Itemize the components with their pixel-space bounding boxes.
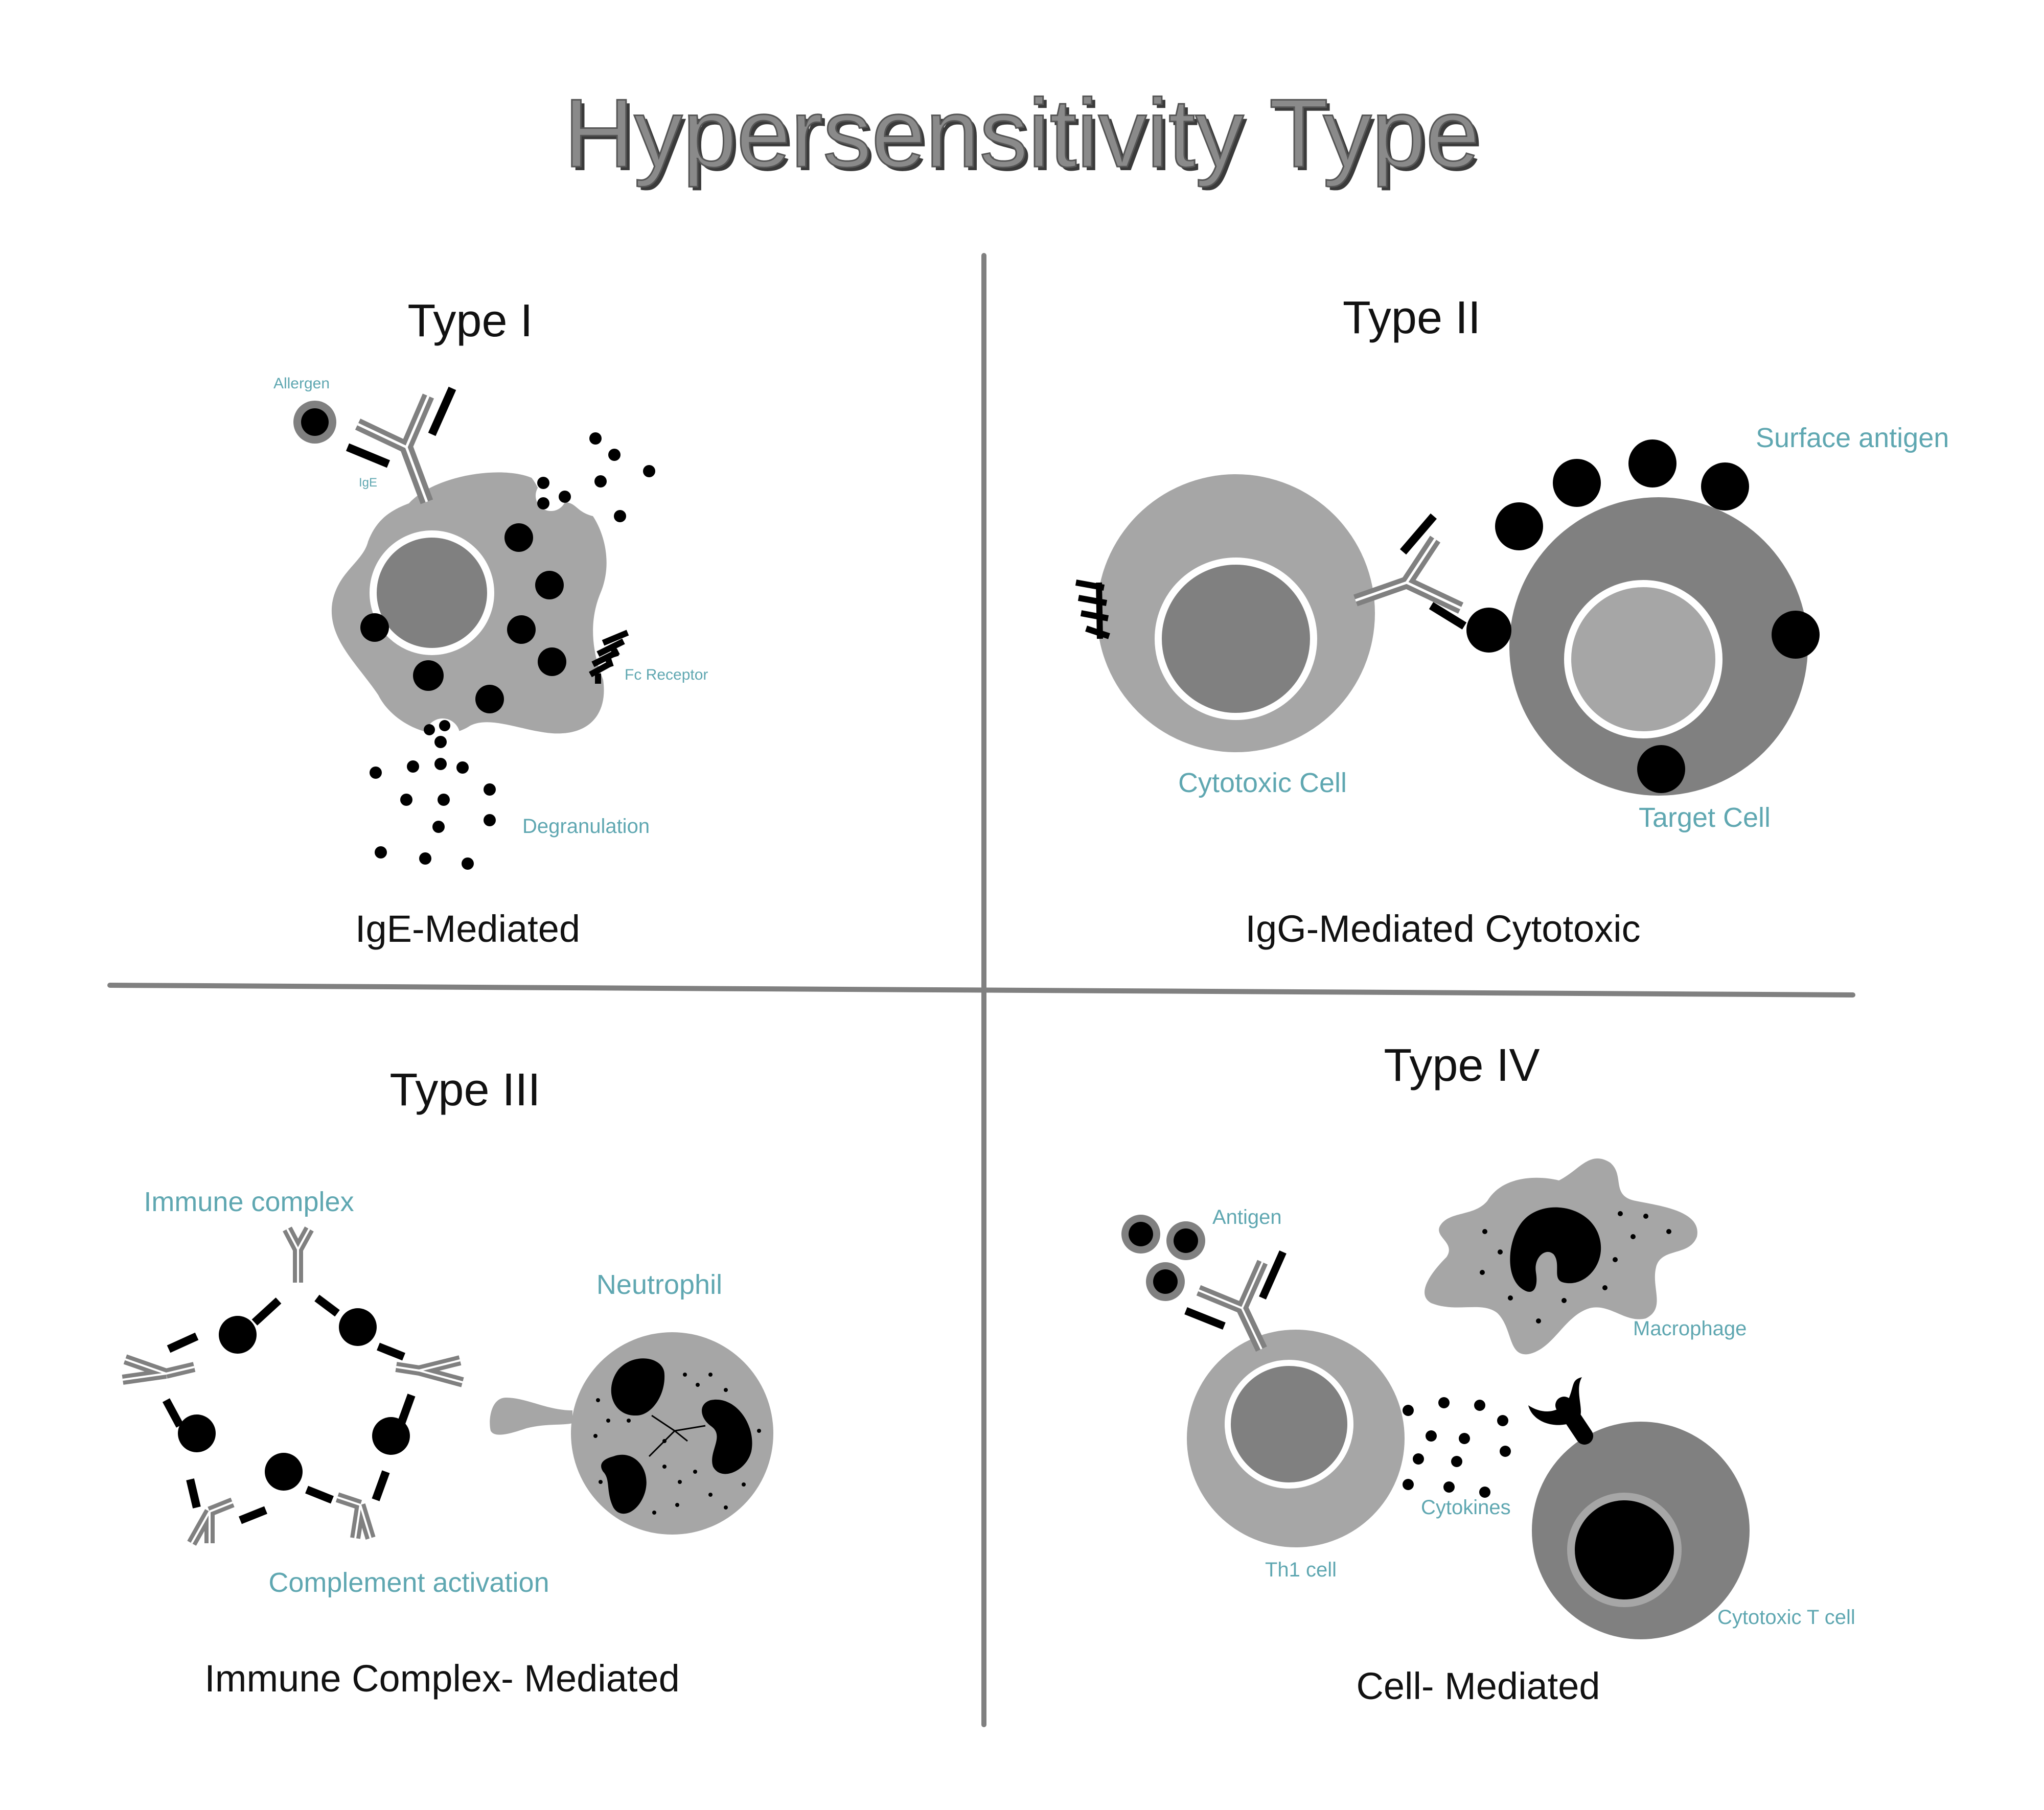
panel-type-1: Type I <box>273 295 708 950</box>
igg-antibody-icon <box>1353 513 1467 630</box>
type-4-caption: Cell- Mediated <box>1356 1665 1600 1707</box>
ige-label: IgE <box>359 476 377 490</box>
cytotoxic-cell-nucleus <box>1155 558 1317 720</box>
cytotoxic-cell-label: Cytotoxic Cell <box>1178 768 1347 798</box>
fc-receptor-label: Fc Receptor <box>625 666 708 683</box>
surface-antigens <box>1466 439 1820 793</box>
t-cell-receptor-icon <box>1528 1377 1593 1445</box>
surface-antigen-label: Surface antigen <box>1756 423 1949 453</box>
antigen-icons <box>1121 1215 1205 1301</box>
immune-complex-label: Immune complex <box>144 1187 354 1217</box>
degranulation-granules <box>370 758 496 870</box>
allergen-icon <box>293 401 336 444</box>
main-title: Hypersensitivity Type Hypersensitivity T… <box>563 79 1483 192</box>
type-1-heading: Type I <box>407 295 533 346</box>
antigen-label: Antigen <box>1212 1206 1282 1228</box>
th1-cell-label: Th1 cell <box>1265 1559 1337 1581</box>
quadrant-dividers <box>107 253 1855 1727</box>
macrophage-icon <box>1425 1158 1697 1355</box>
t-cell-receptor-icon <box>1184 1250 1287 1352</box>
mast-cell-granules <box>360 523 566 713</box>
neutrophil-label: Neutrophil <box>596 1269 722 1300</box>
page-title: Hypersensitivity Type <box>564 79 1480 188</box>
cytotoxic-t-cell-core <box>1575 1500 1674 1599</box>
cytotoxic-t-cell-label: Cytotoxic T cell <box>1717 1606 1855 1629</box>
title-shadow: Hypersensitivity Type <box>567 83 1483 191</box>
type-2-caption: IgG-Mediated Cytotoxic <box>1245 908 1640 950</box>
mast-cell-nucleus <box>370 530 494 655</box>
panel-type-4: Type IV <box>1121 1040 1855 1707</box>
fc-receptor-icon <box>1075 579 1110 639</box>
target-cell-nucleus <box>1564 580 1723 738</box>
cytokines-label: Cytokines <box>1421 1496 1511 1519</box>
immune-complex-antigens <box>178 1308 410 1491</box>
panel-type-3: Type III <box>122 1064 773 1700</box>
type-1-caption: IgE-Mediated <box>355 908 580 950</box>
type-3-heading: Type III <box>389 1064 540 1116</box>
ige-antibody-icon <box>346 386 456 504</box>
horizontal-divider <box>107 983 1855 997</box>
granule <box>434 736 447 748</box>
granule <box>424 724 435 735</box>
immune-complex <box>122 1226 464 1546</box>
released-granules-top <box>537 432 655 522</box>
degranulation-label: Degranulation <box>522 815 650 838</box>
allergen-label: Allergen <box>273 375 330 392</box>
type-4-heading: Type IV <box>1384 1040 1540 1091</box>
fc-receptor-icon <box>589 630 629 684</box>
type-2-heading: Type II <box>1343 292 1481 343</box>
granule <box>439 720 450 731</box>
target-cell-label: Target Cell <box>1639 802 1771 833</box>
macrophage-label: Macrophage <box>1633 1317 1747 1340</box>
panel-type-2: Type II <box>1075 292 1949 950</box>
neutrophil-icon <box>490 1332 773 1535</box>
complement-activation-label: Complement activation <box>268 1567 549 1598</box>
th1-cell-nucleus <box>1225 1360 1353 1489</box>
type-3-caption: Immune Complex- Mediated <box>204 1657 679 1700</box>
cytokine-dots <box>1403 1397 1511 1498</box>
